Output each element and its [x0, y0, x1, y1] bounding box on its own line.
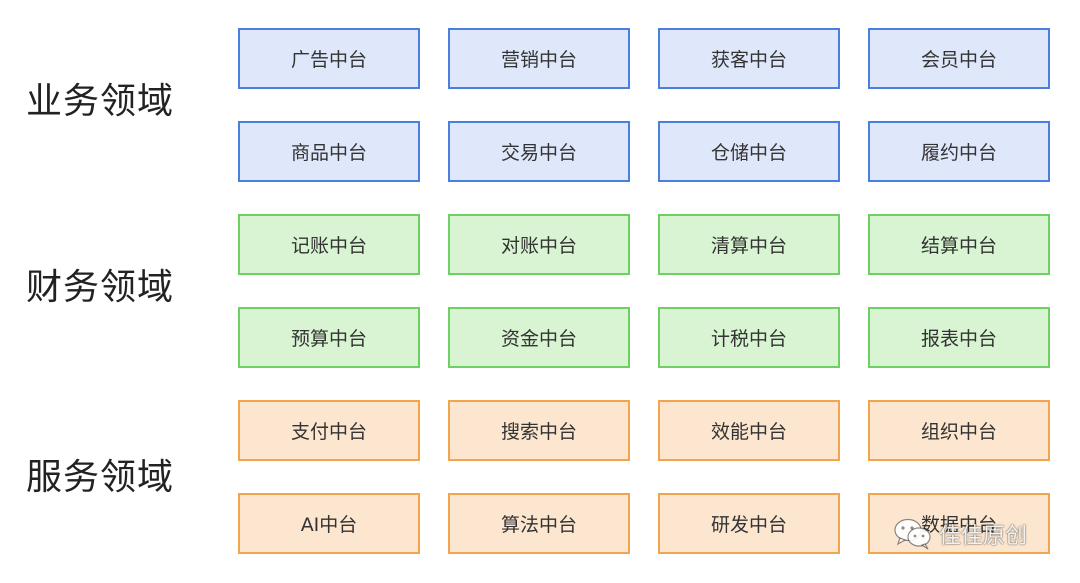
- platform-box-settlement: 结算中台: [868, 214, 1050, 275]
- platform-box-budget: 预算中台: [238, 307, 420, 368]
- watermark: 佳佳原创: [893, 512, 1027, 556]
- platform-box-clearing: 清算中台: [658, 214, 840, 275]
- platform-box-tax: 计税中台: [658, 307, 840, 368]
- domain-label-finance: 财务领域: [26, 267, 175, 308]
- platform-box-transaction: 交易中台: [448, 121, 630, 182]
- platform-box-report: 报表中台: [868, 307, 1050, 368]
- platform-box-membership: 会员中台: [868, 28, 1050, 89]
- platform-box-ai: AI中台: [238, 493, 420, 554]
- platform-box-marketing: 营销中台: [448, 28, 630, 89]
- domain-label-business: 业务领域: [26, 81, 175, 122]
- platform-box-efficiency: 效能中台: [658, 400, 840, 461]
- platform-box-warehouse: 仓储中台: [658, 121, 840, 182]
- platform-box-fulfillment: 履约中台: [868, 121, 1050, 182]
- platform-box-payment: 支付中台: [238, 400, 420, 461]
- platform-box-funds: 资金中台: [448, 307, 630, 368]
- platform-box-algorithm: 算法中台: [448, 493, 630, 554]
- platform-box-ads: 广告中台: [238, 28, 420, 89]
- platform-box-organization: 组织中台: [868, 400, 1050, 461]
- platform-box-search: 搜索中台: [448, 400, 630, 461]
- platform-box-rnd: 研发中台: [658, 493, 840, 554]
- platform-box-reconciliation: 对账中台: [448, 214, 630, 275]
- domain-label-service: 服务领域: [26, 457, 175, 498]
- wechat-icon: [893, 517, 933, 551]
- platform-box-acquisition: 获客中台: [658, 28, 840, 89]
- watermark-text: 佳佳原创: [939, 524, 1028, 549]
- platform-box-product: 商品中台: [238, 121, 420, 182]
- platform-box-bookkeeping: 记账中台: [238, 214, 420, 275]
